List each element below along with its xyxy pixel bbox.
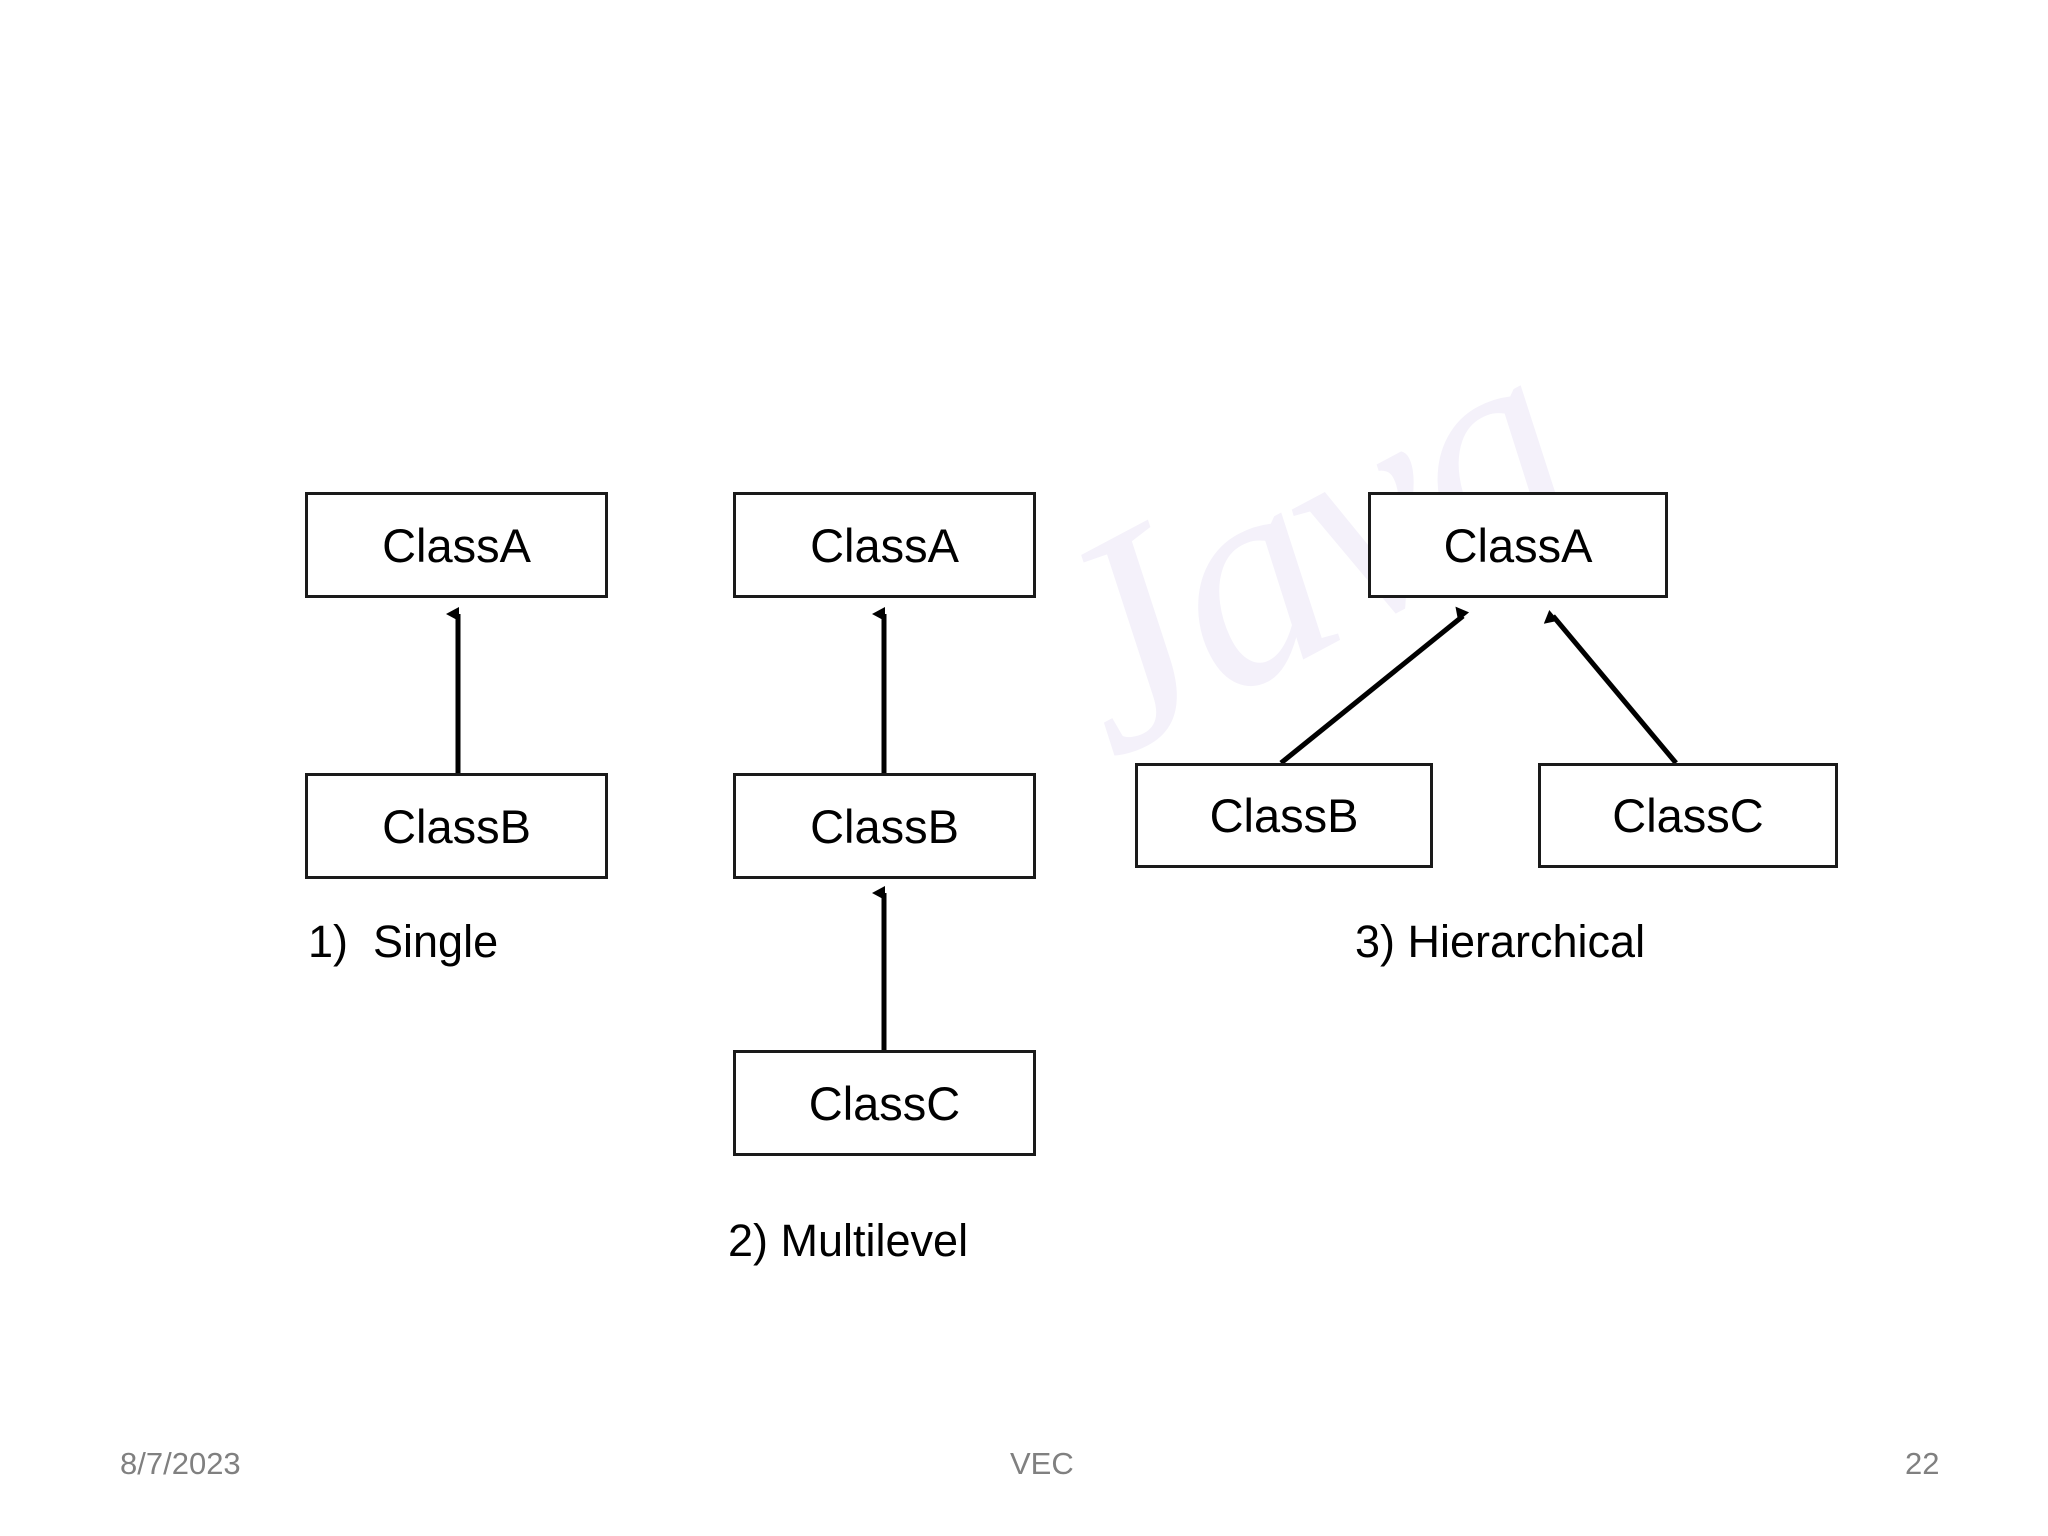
diagram-caption-hierarchical: 3) Hierarchical	[1355, 916, 1646, 967]
uml-box-label: ClassC	[1612, 789, 1764, 842]
uml-box-single-classb[interactable]: ClassB	[305, 773, 608, 879]
uml-box-label: ClassA	[810, 518, 959, 572]
diagram-caption-single: 1) Single	[308, 916, 499, 967]
uml-box-label: ClassB	[382, 799, 531, 853]
uml-box-label: ClassB	[1209, 789, 1359, 842]
uml-box-label: ClassA	[382, 518, 531, 572]
uml-box-label: ClassB	[810, 799, 959, 853]
footer-page-number: 22	[1905, 1446, 1940, 1481]
uml-box-label: ClassA	[1443, 518, 1593, 572]
uml-box-multilevel-classb[interactable]: ClassB	[733, 773, 1036, 879]
edge-hierarchical-b-to-a	[1279, 606, 1470, 765]
uml-box-hierarchical-classb[interactable]: ClassB	[1135, 763, 1433, 868]
diagram-caption-multilevel: 2) Multilevel	[728, 1215, 969, 1266]
uml-box-single-classa[interactable]: ClassA	[305, 492, 608, 598]
uml-box-multilevel-classc[interactable]: ClassC	[733, 1050, 1036, 1156]
uml-box-hierarchical-classa[interactable]: ClassA	[1368, 492, 1668, 598]
uml-box-multilevel-classa[interactable]: ClassA	[733, 492, 1036, 598]
uml-box-hierarchical-classc[interactable]: ClassC	[1538, 763, 1838, 868]
footer-organization: VEC	[1010, 1446, 1074, 1481]
edge-hierarchical-c-to-a	[1543, 609, 1678, 765]
footer-date: 8/7/2023	[120, 1446, 241, 1481]
uml-box-label: ClassC	[808, 1076, 961, 1130]
